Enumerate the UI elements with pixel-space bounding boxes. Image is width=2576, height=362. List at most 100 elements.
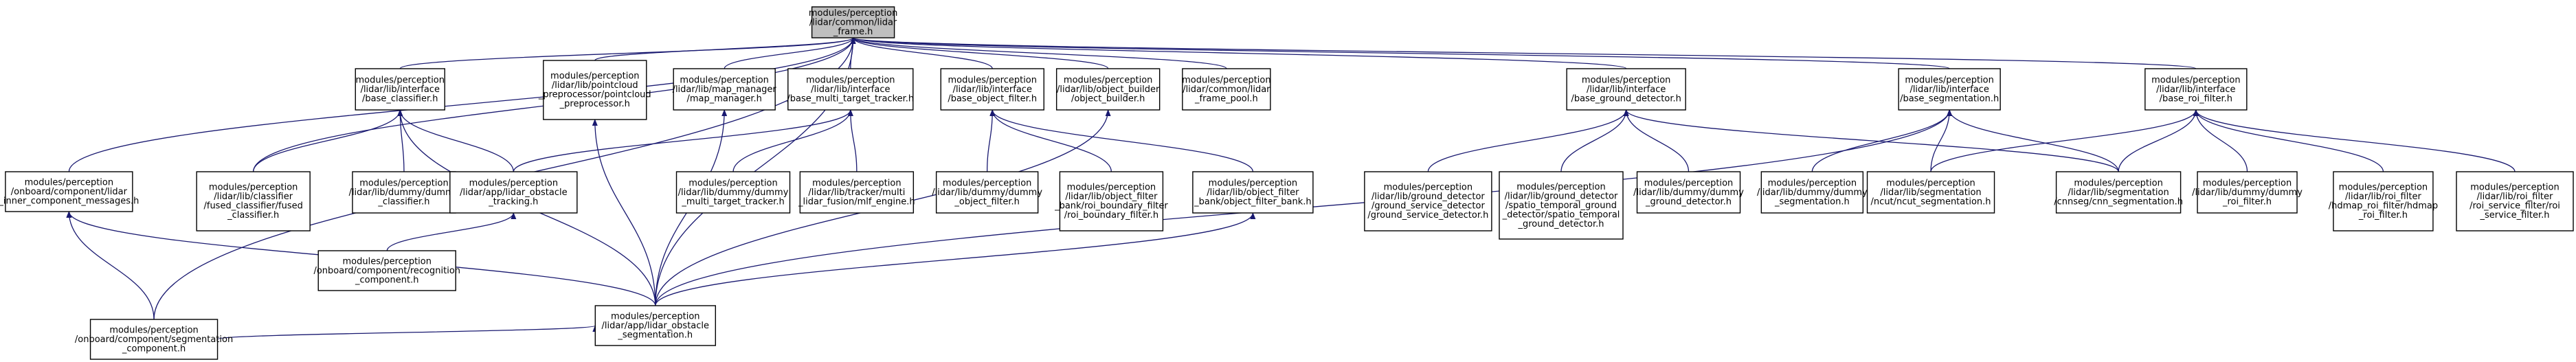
node-label-line: modules/perception xyxy=(1209,178,1297,188)
node-label-line: modules/perception xyxy=(806,75,895,85)
node-box xyxy=(355,68,445,111)
file-node-lidar-lib-dummy-dummy-multi-target-tracker-h[interactable]: modules/perception/lidar/lib/dummy/dummy… xyxy=(675,171,791,214)
node-label-line: /lidar/lib/pointcloud xyxy=(552,80,638,91)
node-label-line: /hdmap_roi_filter/hdmap xyxy=(2329,201,2438,212)
edge-n25-to-n10 xyxy=(1947,109,2119,172)
node-label-line: /onboard/component/lidar xyxy=(11,187,128,197)
node-label-line: modules/perception xyxy=(469,178,558,188)
file-node-lidar-lib-interface-base-classifier-h[interactable]: modules/perception/lidar/lib/interface/b… xyxy=(355,68,445,111)
node-label-line: modules/perception xyxy=(109,325,198,335)
file-node-lidar-lib-interface-base-roi-filter-h[interactable]: modules/perception/lidar/lib/interface/b… xyxy=(2144,68,2248,111)
file-node-lidar-lib-tracker-multi-lidar-fusion-mlf-engine-h[interactable]: modules/perception/lidar/lib/tracker/mul… xyxy=(798,171,915,214)
edge-n3-to-n0 xyxy=(594,37,856,61)
node-label-line: modules/perception xyxy=(343,256,432,267)
file-node-lidar-lib-dummy-dummy-ground-detector-h[interactable]: modules/perception/lidar/lib/dummy/dummy… xyxy=(1633,171,1744,214)
file-node-lidar-lib-dummy-dummy-object-filter-h[interactable]: modules/perception/lidar/lib/dummy/dummy… xyxy=(932,171,1042,214)
node-label-line: /base_segmentation.h xyxy=(1900,93,1999,104)
edge-n27-to-n11 xyxy=(2193,109,2384,172)
file-node-lidar-lib-classifier-fused-classifier-fused-classifier-h[interactable]: modules/perception/lidar/lib/classifier/… xyxy=(196,171,311,231)
edge-n1-to-n0 xyxy=(68,37,856,172)
node-label-line: modules/perception xyxy=(2151,75,2240,85)
node-label-line: /onboard/component/segmentation xyxy=(75,335,233,345)
edge-n14-to-n5 xyxy=(513,109,853,172)
node-label-line: _ground_detector.h xyxy=(1645,196,1732,207)
node-label-line: _bank/object_filter_bank.h xyxy=(1194,196,1312,207)
node-box xyxy=(811,6,895,38)
edge-n6-to-n0 xyxy=(850,37,993,69)
node-box xyxy=(2456,171,2574,231)
root-node-lidar-common-lidar-frame-h[interactable]: modules/perception/lidar/common/lidar_fr… xyxy=(809,6,897,38)
node-label-line: _roi_filter.h xyxy=(2358,210,2408,220)
node-label-line: modules/perception xyxy=(209,183,298,193)
node-box xyxy=(1364,171,1492,231)
node-label-line: _tracking.h xyxy=(488,196,538,207)
node-label-line: /ground_service_detector.h xyxy=(1367,210,1488,220)
node-label-line: /lidar/lib/ground_detector xyxy=(1371,192,1485,202)
node-label-line: modules/perception xyxy=(550,71,639,82)
file-node-lidar-lib-object-builder-object-builder-h[interactable]: modules/perception/lidar/lib/object_buil… xyxy=(1055,68,1161,111)
file-node-lidar-common-lidar-frame-pool-h[interactable]: modules/perception/lidar/common/lidar_fr… xyxy=(1182,68,1271,111)
file-nodes: modules/perception/lidar/common/lidar_fr… xyxy=(0,6,2574,360)
file-node-onboard-component-segmentation-component-h[interactable]: modules/perception/onboard/component/seg… xyxy=(75,319,233,360)
file-node-onboard-component-lidar-inner-component-messages-h[interactable]: modules/perception/onboard/component/lid… xyxy=(0,171,139,212)
node-label-line: /ncut/ncut_segmentation.h xyxy=(1871,196,1991,207)
node-label-line: modules/perception xyxy=(948,75,1037,85)
node-label-line: /lidar/lib/interface xyxy=(2156,84,2235,95)
node-label-line: /lidar/lib/object_filter xyxy=(1065,192,1158,202)
node-label-line: _component.h xyxy=(355,275,418,285)
node-box xyxy=(594,305,717,346)
node-label-line: modules/perception xyxy=(1582,75,1670,85)
node-box xyxy=(2055,171,2182,214)
node-label-line: _preprocessor/pointcloud xyxy=(538,90,651,100)
file-node-lidar-lib-map-manager-map-manager-h[interactable]: modules/perception/lidar/lib/map_manager… xyxy=(673,68,777,111)
file-node-lidar-lib-dummy-dummy-segmentation-h[interactable]: modules/perception/lidar/lib/dummy/dummy… xyxy=(1757,171,1868,214)
file-node-lidar-lib-ground-detector-ground-service-detector-ground-service-detector-h[interactable]: modules/perception/lidar/lib/ground_dete… xyxy=(1364,171,1492,231)
node-label-line: /lidar/lib/dummy/dummy xyxy=(1633,188,1744,198)
node-box xyxy=(1760,171,1864,214)
file-node-lidar-lib-interface-base-object-filter-h[interactable]: modules/perception/lidar/lib/interface/b… xyxy=(940,68,1044,111)
node-box xyxy=(89,319,219,360)
file-node-onboard-component-recognition-component-h[interactable]: modules/perception/onboard/component/rec… xyxy=(313,250,460,291)
file-node-lidar-lib-segmentation-ncut-ncut-segmentation-h[interactable]: modules/perception/lidar/lib/segmentatio… xyxy=(1866,171,1995,214)
node-label-line: _multi_target_tracker.h xyxy=(681,196,784,207)
file-node-lidar-lib-object-filter-bank-roi-boundary-filter-roi-boundary-filter-h[interactable]: modules/perception/lidar/lib/object_filt… xyxy=(1054,171,1168,231)
node-label-line: modules/perception xyxy=(1768,178,1857,188)
file-node-lidar-lib-interface-base-segmentation-h[interactable]: modules/perception/lidar/lib/interface/b… xyxy=(1898,68,2001,111)
file-node-lidar-lib-pointcloud-preprocessor-pointcloud-preprocessor-h[interactable]: modules/perception/lidar/lib/pointcloud_… xyxy=(538,60,651,120)
edge-n31-to-n30 xyxy=(216,325,598,340)
edge-n16-to-n5 xyxy=(847,109,858,172)
node-label-line: modules/perception xyxy=(688,178,777,188)
file-node-lidar-lib-dummy-dummy-classifier-h[interactable]: modules/perception/lidar/lib/dummy/dummy… xyxy=(349,171,460,214)
file-node-lidar-app-lidar-obstacle-tracking-h[interactable]: modules/perception/lidar/app/lidar_obsta… xyxy=(449,171,578,214)
node-label-line: _segmentation.h xyxy=(617,330,693,340)
node-label-line: /lidar/lib/dummy/dummy xyxy=(349,188,460,198)
node-label-line: /lidar/lib/interface xyxy=(1909,84,1989,95)
node-box xyxy=(352,171,456,214)
node-box xyxy=(1182,68,1271,111)
edge-n19-to-n6 xyxy=(989,109,1254,172)
node-box xyxy=(1898,68,2001,111)
node-box xyxy=(2197,171,2298,214)
node-label-line: /lidar/lib/ground_detector xyxy=(1505,191,1618,201)
node-label-line: _bank/roi_boundary_filter xyxy=(1054,201,1168,212)
file-node-lidar-lib-object-filter-bank-object-filter-bank-h[interactable]: modules/perception/lidar/lib/object_filt… xyxy=(1192,171,1314,214)
node-label-line: _service_filter.h xyxy=(2480,210,2550,220)
node-label-line: /base_classifier.h xyxy=(362,93,438,104)
node-label-line: _classifier.h xyxy=(377,196,429,207)
file-node-lidar-lib-roi-filter-hdmap-roi-filter-hdmap-roi-filter-h[interactable]: modules/perception/lidar/lib/roi_filter/… xyxy=(2329,171,2438,231)
node-label-line: _component.h xyxy=(122,343,186,354)
node-label-line: /lidar/lib/interface xyxy=(361,84,440,95)
file-node-lidar-app-lidar-obstacle-segmentation-h[interactable]: modules/perception/lidar/app/lidar_obsta… xyxy=(594,305,717,346)
file-node-lidar-lib-ground-detector-spatio-temporal-ground-detector-spatio-temporal-ground-detector-h[interactable]: modules/perception/lidar/lib/ground_dete… xyxy=(1499,171,1624,240)
node-box xyxy=(1059,171,1164,231)
node-box xyxy=(1499,171,1624,240)
file-node-lidar-lib-interface-base-ground-detector-h[interactable]: modules/perception/lidar/lib/interface/b… xyxy=(1566,68,1686,111)
file-node-lidar-lib-segmentation-cnnseg-cnn-segmentation-h[interactable]: modules/perception/lidar/lib/segmentatio… xyxy=(2054,171,2183,214)
file-node-lidar-lib-interface-base-multi-target-tracker-h[interactable]: modules/perception/lidar/lib/interface/b… xyxy=(787,68,914,111)
file-node-lidar-lib-dummy-dummy-roi-filter-h[interactable]: modules/perception/lidar/lib/dummy/dummy… xyxy=(2192,171,2303,214)
edge-n25-to-n9 xyxy=(1623,109,2119,172)
node-label-line: /lidar/lib/dummy/dummy xyxy=(678,188,789,198)
edge-n29-to-n14 xyxy=(386,212,517,251)
file-node-lidar-lib-roi-filter-roi-service-filter-roi-service-filter-h[interactable]: modules/perception/lidar/lib/roi_filter/… xyxy=(2456,171,2574,231)
